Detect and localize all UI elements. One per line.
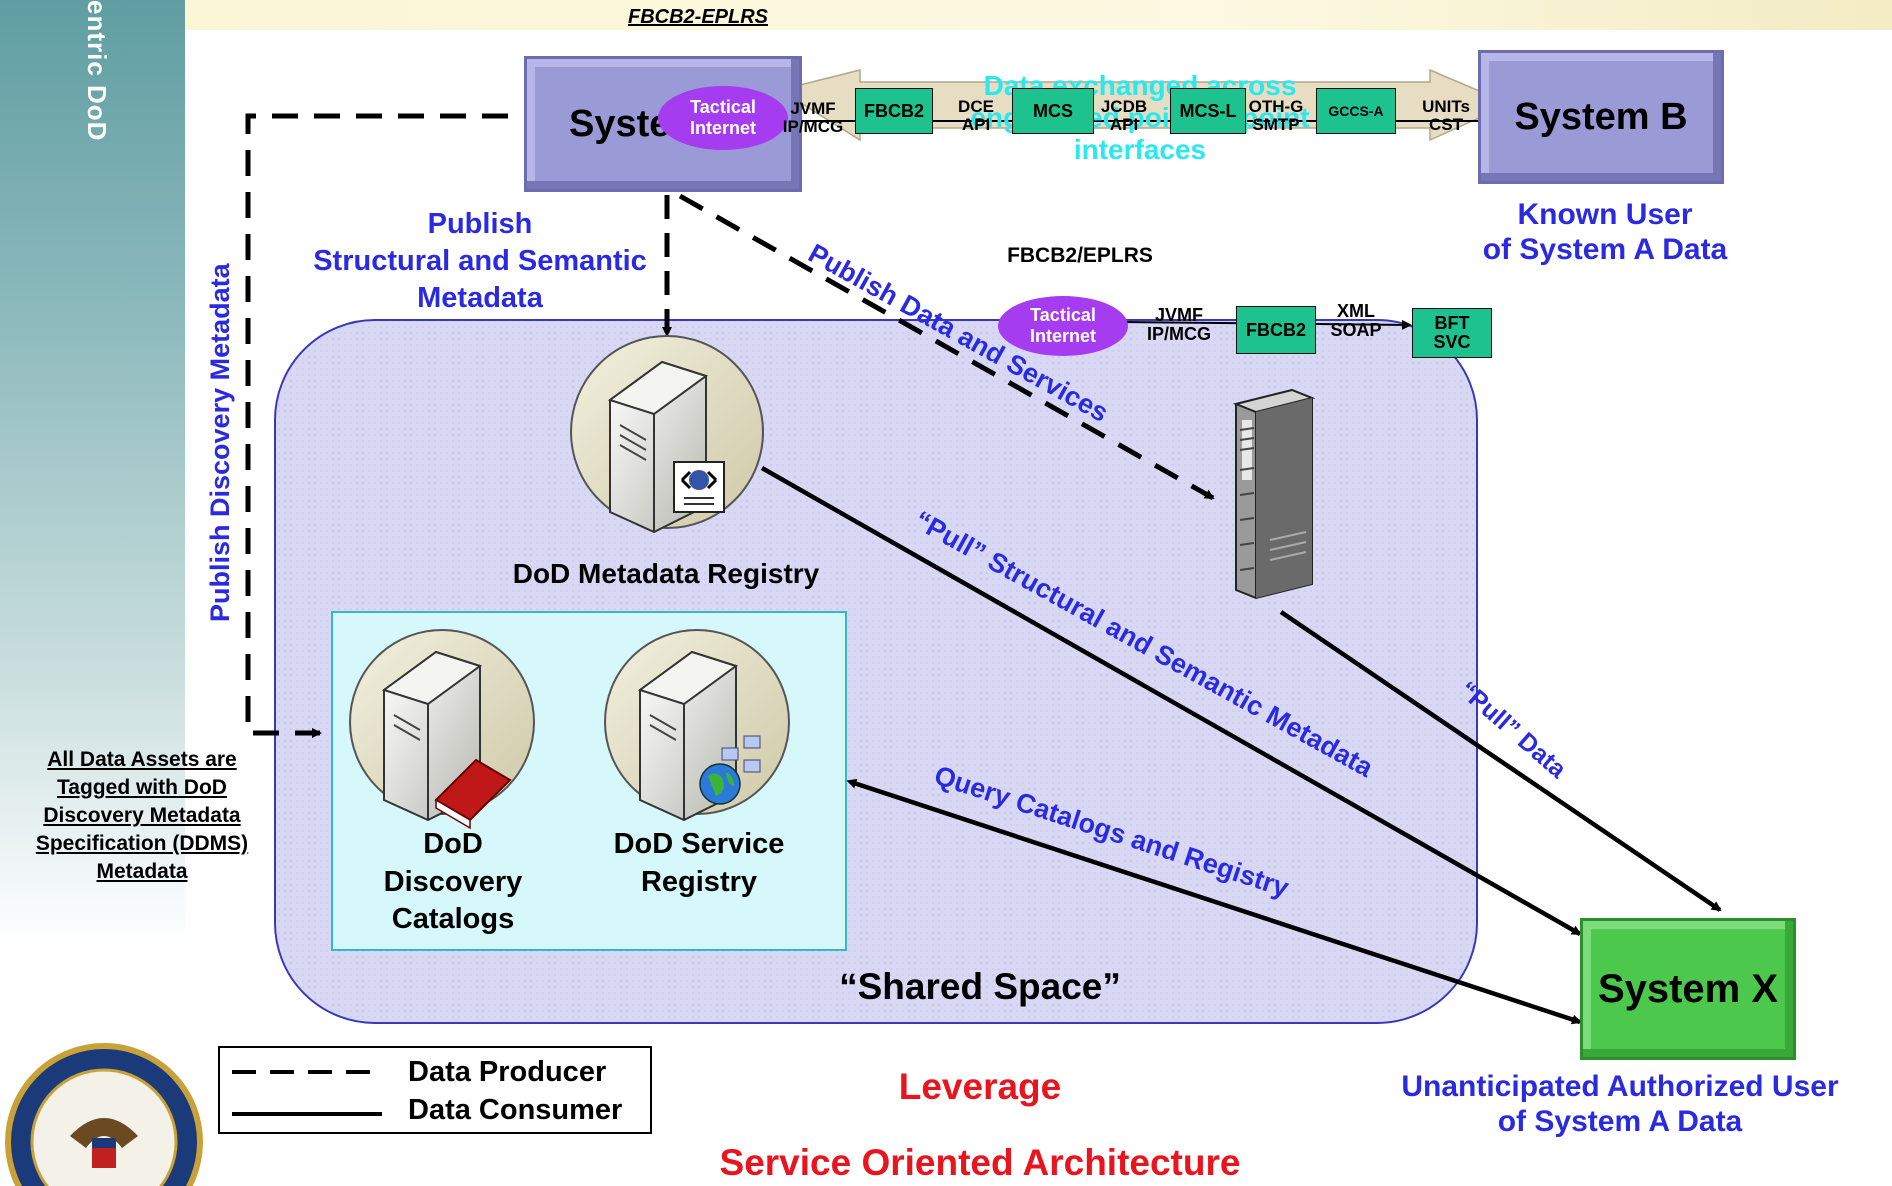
mid-tag-fbcb2: FBCB2	[1236, 306, 1316, 354]
tactical-internet-mid: Tactical Internet	[998, 296, 1128, 356]
system-a-label: Syste	[569, 102, 671, 145]
top-tag-gccs: GCCS-A	[1316, 88, 1396, 134]
tower-server-icon	[1232, 388, 1316, 600]
top-link-oth: OTH-G SMTP	[1248, 97, 1304, 134]
legend-consumer: Data Consumer	[408, 1094, 623, 1126]
system-x-caption: Unanticipated Authorized User of System …	[1401, 1070, 1839, 1138]
dod-seal-icon	[5, 1043, 203, 1186]
legend-box	[218, 1046, 652, 1134]
mid-link-jvmf: JVMF IP/MCG	[1146, 305, 1211, 344]
system-x-label: System X	[1597, 966, 1779, 1011]
side-band	[0, 0, 185, 1186]
server-globe-icon	[604, 629, 790, 822]
publish-discovery-line	[245, 113, 508, 738]
top-tag-fbcb2: FBCB2	[855, 88, 933, 134]
top-chain-label: FBCB2-EPLRS	[628, 6, 769, 28]
top-tag-mcs: MCS	[1012, 88, 1094, 134]
mid-link-xml: XML SOAP	[1330, 301, 1382, 340]
pull-data-line	[1279, 610, 1722, 912]
mid-tag-bft: BFT SVC	[1412, 308, 1492, 358]
query-line	[846, 778, 1582, 1025]
footer-leverage: Leverage	[898, 1066, 1062, 1107]
tactical-internet-top: Tactical Internet	[658, 86, 788, 150]
top-link-jvmf: JVMF IP/MCG	[782, 99, 844, 136]
publish-data-line	[678, 193, 1215, 501]
system-x-box[interactable]: System X	[1580, 918, 1796, 1060]
top-link-jcdb: JCDB API	[1100, 97, 1148, 134]
service-registry-label: DoD Service Registry	[613, 828, 785, 898]
shared-space-label: “Shared Space”	[839, 966, 1121, 1007]
mid-chain-label: FBCB2/EPLRS	[1007, 244, 1153, 267]
system-b-label: System B	[1514, 95, 1688, 138]
top-link-units: UNITs CST	[1422, 97, 1470, 134]
top-tag-mcs-l: MCS-L	[1170, 88, 1246, 134]
system-b-box[interactable]: System B	[1478, 50, 1724, 184]
publish-structural-label: Publish Structural and Semantic Metadata	[313, 208, 647, 314]
server-web-icon	[570, 335, 764, 534]
publish-discovery-label: Publish Discovery Metadata	[205, 263, 235, 622]
metadata-registry-label: DoD Metadata Registry	[512, 558, 820, 589]
discovery-catalogs-label: DoD Discovery Catalogs	[383, 828, 523, 936]
legend-producer: Data Producer	[408, 1056, 607, 1088]
ddms-note: All Data Assets are Tagged with DoD Disc…	[35, 748, 249, 883]
system-b-caption: Known User of System A Data	[1482, 198, 1728, 266]
server-book-icon	[349, 629, 535, 830]
top-band	[185, 0, 1892, 30]
top-link-dce: DCE API	[958, 97, 994, 134]
footer-soa: Service Oriented Architecture	[719, 1142, 1241, 1183]
